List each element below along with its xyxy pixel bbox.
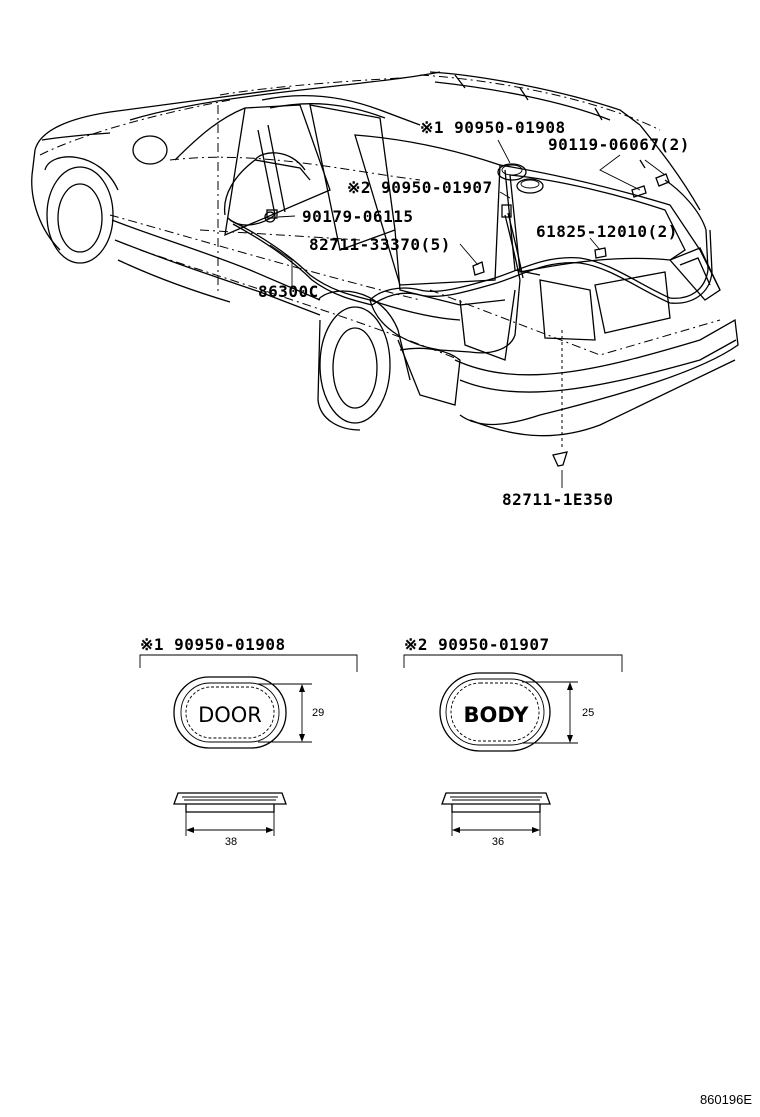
detail-door-title: ※1 90950-01908 [140,635,286,654]
detail-body-title: ※2 90950-01907 [404,635,550,654]
callout-screw: 90119-06067(2) [548,135,690,154]
callout-wire-harness: 86300C [258,282,319,301]
door-height-dim: 29 [312,707,324,719]
callout-clip: 61825-12010(2) [536,222,678,241]
car-illustration [31,71,739,467]
detail-body-grommet: ※2 90950-01907 BODY 25 36 [403,635,623,848]
door-width-dim: 38 [225,836,237,848]
callout-grommet-door: ※1 90950-01908 [420,118,566,137]
leader-lines [269,139,666,488]
callout-wire-clip: 82711-1E350 [502,490,613,509]
door-label: DOOR [198,703,262,727]
callout-clamp: 82711-33370(5) [309,235,451,254]
part-callouts: ※1 90950-01908 90119-06067(2) ※2 90950-0… [258,118,690,509]
body-label: BODY [464,703,530,727]
callout-grommet-body: ※2 90950-01907 [347,178,493,197]
detail-door-grommet: ※1 90950-01908 DOOR 29 38 [139,635,358,848]
figure-code: 860196E [700,1092,752,1107]
body-width-dim: 36 [492,836,504,848]
body-height-dim: 25 [582,707,594,719]
callout-grommet-small: 90179-06115 [302,207,413,226]
